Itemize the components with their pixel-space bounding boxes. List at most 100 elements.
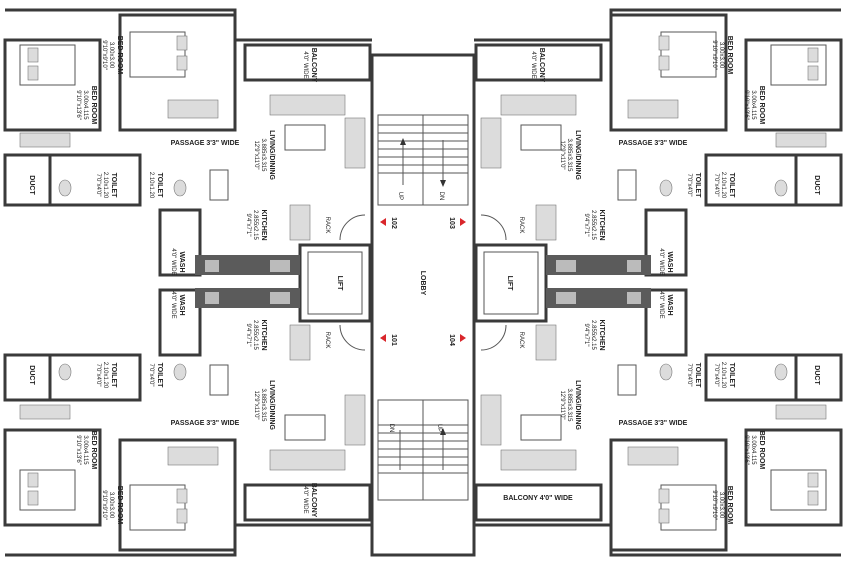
svg-text:12'9"x11'0": 12'9"x11'0" (253, 140, 259, 169)
svg-text:3.00x3.00: 3.00x3.00 (718, 492, 724, 519)
lift-right (474, 243, 548, 323)
label-balcony-ll: BALCONY (310, 483, 317, 518)
label-unit-103: 103 (448, 217, 455, 229)
svg-text:12'9"x11'0": 12'9"x11'0" (559, 390, 565, 419)
label-wash-lu: WASH (178, 252, 185, 273)
label-passage-ll: PASSAGE 3'3" WIDE (171, 420, 240, 427)
label-up-upper: UP (397, 192, 403, 200)
svg-text:9'10"x13'6": 9'10"x13'6" (75, 435, 81, 465)
svg-text:4'0" WIDE: 4'0" WIDE (302, 51, 308, 78)
svg-text:2.855x2.15: 2.855x2.15 (590, 210, 596, 240)
svg-text:9'10"x13'6": 9'10"x13'6" (743, 435, 749, 465)
label-lift-right: LIFT (506, 276, 513, 291)
label-toilet-rl-1: TOILET (728, 363, 735, 388)
marker-101 (380, 334, 386, 342)
label-duct-ru: DUCT (813, 175, 820, 195)
label-duct-rl: DUCT (813, 365, 820, 385)
label-toilet-lu-1: TOILET (110, 173, 117, 198)
svg-text:3.885x3.315: 3.885x3.315 (566, 138, 572, 172)
lift-left (298, 243, 372, 323)
label-rack-rl: RACK (518, 332, 524, 349)
label-living-lu: LIVING/DINING (268, 130, 275, 180)
svg-text:3.00x4.115: 3.00x4.115 (82, 435, 88, 465)
label-kitchen-rl: KITCHEN (598, 319, 605, 350)
svg-text:9'10"x9'10": 9'10"x9'10" (101, 40, 107, 70)
svg-text:7'0"x4'0": 7'0"x4'0" (686, 364, 692, 387)
label-dn-lower: DN (388, 424, 394, 433)
core-outline (370, 53, 476, 557)
label-bedroom-lu-small: BED ROOM (116, 36, 123, 75)
svg-text:7'0"x4'0": 7'0"x4'0" (686, 174, 692, 197)
label-unit-101: 101 (390, 334, 397, 346)
svg-text:9'10"x9'10": 9'10"x9'10" (101, 490, 107, 520)
svg-text:3.00x4.115: 3.00x4.115 (750, 90, 756, 120)
label-bedroom-rl-small: BED ROOM (726, 486, 733, 525)
marker-102 (380, 218, 386, 226)
label-up-lower: UP (436, 424, 442, 432)
label-duct-lu: DUCT (28, 175, 35, 195)
label-duct-ll: DUCT (28, 365, 35, 385)
label-bedroom-ll-main: BED ROOM (90, 431, 97, 470)
stair-lower (377, 399, 469, 501)
label-living-ru: LIVING/DINING (574, 130, 581, 180)
label-toilet-rl-2: TOILET (694, 363, 701, 388)
svg-text:2.10x1.20: 2.10x1.20 (102, 362, 108, 389)
svg-text:3.885x3.315: 3.885x3.315 (566, 388, 572, 422)
label-kitchen-ll: KITCHEN (260, 319, 267, 350)
label-lobby: LOBBY (419, 271, 426, 296)
label-toilet-ru-1: TOILET (728, 173, 735, 198)
svg-text:7'0"x4'0": 7'0"x4'0" (148, 364, 154, 387)
label-passage-rl: PASSAGE 3'3" WIDE (619, 420, 688, 427)
svg-text:4'0" WIDE: 4'0" WIDE (530, 51, 536, 78)
svg-text:2.855x2.15: 2.855x2.15 (590, 320, 596, 350)
label-toilet-lu-2: TOILET (156, 173, 163, 198)
svg-text:3.885x3.315: 3.885x3.315 (260, 388, 266, 422)
label-bedroom-ll-small: BED ROOM (116, 486, 123, 525)
svg-text:4'0" WIDE: 4'0" WIDE (170, 291, 176, 318)
marker-104 (460, 334, 466, 342)
label-passage-lu: PASSAGE 3'3" WIDE (171, 140, 240, 147)
label-living-ll: LIVING/DINING (268, 380, 275, 430)
marker-103 (460, 218, 466, 226)
label-kitchen-lu: KITCHEN (260, 209, 267, 240)
svg-text:9'10"x9'10": 9'10"x9'10" (711, 40, 717, 70)
svg-text:9'4"x7'1": 9'4"x7'1" (245, 214, 251, 237)
label-unit-102: 102 (390, 217, 397, 229)
label-rack-ll: RACK (324, 332, 330, 349)
svg-text:7'0"x4'0": 7'0"x4'0" (713, 174, 719, 197)
svg-text:3.00x3.00: 3.00x3.00 (108, 42, 114, 69)
svg-text:3.00x4.115: 3.00x4.115 (82, 90, 88, 120)
label-toilet-ll-1: TOILET (110, 363, 117, 388)
label-bedroom-ru-main: BED ROOM (758, 86, 765, 125)
label-bedroom-ru-small: BED ROOM (726, 36, 733, 75)
label-bedroom-lu-main: BED ROOM (90, 86, 97, 125)
label-lift-left: LIFT (336, 276, 343, 291)
svg-text:7'0"x4'0": 7'0"x4'0" (713, 364, 719, 387)
label-wash-ll: WASH (178, 295, 185, 316)
unit-left-upper (3, 8, 372, 277)
svg-text:3.00x4.115: 3.00x4.115 (750, 435, 756, 465)
svg-text:9'10"x9'10": 9'10"x9'10" (711, 490, 717, 520)
svg-text:4'0" WIDE: 4'0" WIDE (170, 248, 176, 275)
svg-text:2.855x2.15: 2.855x2.15 (252, 210, 258, 240)
unit-markers (380, 218, 466, 342)
svg-text:7'0"x4'0": 7'0"x4'0" (95, 174, 101, 197)
label-unit-104: 104 (448, 334, 455, 346)
label-toilet-ru-2: TOILET (694, 173, 701, 198)
unit-left-lower (3, 288, 372, 557)
label-kitchen-ru: KITCHEN (598, 209, 605, 240)
svg-text:12'9"x11'0": 12'9"x11'0" (253, 390, 259, 419)
svg-text:2.10x1.20: 2.10x1.20 (102, 172, 108, 199)
svg-text:9'4"x7'1": 9'4"x7'1" (583, 324, 589, 347)
svg-text:9'4"x7'1": 9'4"x7'1" (583, 214, 589, 237)
label-living-rl: LIVING/DINING (574, 380, 581, 430)
svg-text:3.00x3.00: 3.00x3.00 (718, 42, 724, 69)
svg-text:4'0" WIDE: 4'0" WIDE (658, 248, 664, 275)
svg-text:3.885x3.315: 3.885x3.315 (260, 138, 266, 172)
svg-text:2.10x1.20: 2.10x1.20 (148, 172, 154, 199)
svg-text:12'9"x11'0": 12'9"x11'0" (559, 140, 565, 169)
svg-text:2.855x2.15: 2.855x2.15 (252, 320, 258, 350)
svg-text:2.10x1.20: 2.10x1.20 (720, 362, 726, 389)
